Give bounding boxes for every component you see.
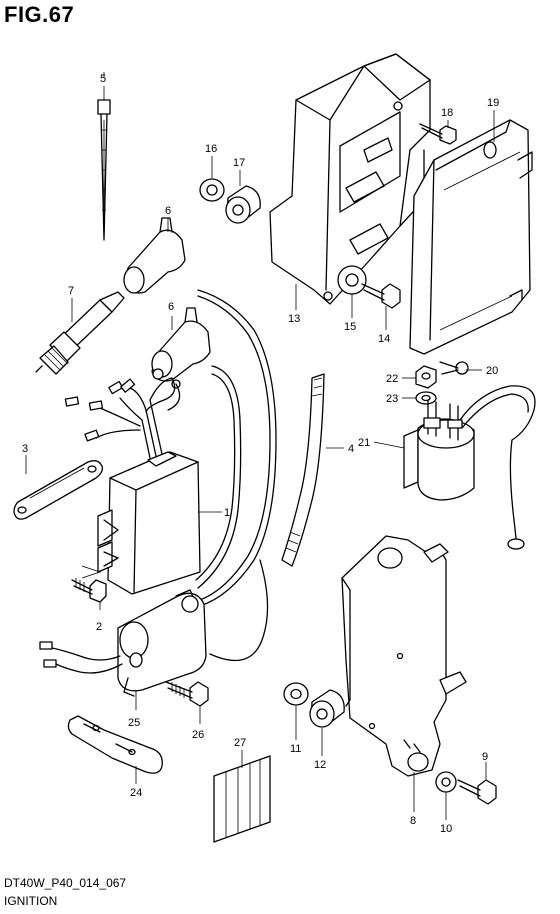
callout-10: 10: [440, 823, 452, 835]
leader-lines: [25, 72, 495, 820]
screw-part-20: [439, 361, 469, 375]
callout-labels: 5 6 6 7 3 1 2 4 25 26 24 27 16 17 18 19 …: [22, 73, 499, 835]
callout-14: 14: [378, 333, 390, 345]
washer-part-23: [415, 391, 437, 405]
callout-15: 15: [344, 321, 356, 333]
callout-22: 22: [386, 373, 398, 385]
high-tension-leads: [195, 289, 277, 662]
relay-lead-wires: [459, 385, 536, 550]
callout-18: 18: [441, 107, 453, 119]
bracket-part-3: [13, 460, 104, 520]
callout-23: 23: [386, 393, 398, 405]
protection-tube-part-4: [281, 373, 325, 567]
bracket-plate-part-8: [341, 535, 467, 777]
grommet-part-15: [337, 265, 367, 295]
cdi-lead-wires: [64, 368, 181, 442]
washer-part-16: [199, 178, 225, 202]
diagram-code: DT40W_P40_014_067: [4, 876, 127, 890]
callout-17: 17: [233, 157, 245, 169]
cover-part-19: [409, 119, 533, 355]
callout-1: 1: [224, 507, 230, 519]
nut-part-22: [415, 365, 437, 389]
label-part-27: [213, 755, 271, 843]
callout-13: 13: [288, 313, 300, 325]
bolt-part-9: [457, 779, 497, 805]
diagram-title: IGNITION: [4, 894, 58, 908]
bolt-part-18: [419, 123, 457, 145]
callout-24: 24: [130, 787, 142, 799]
callout-16: 16: [205, 143, 217, 155]
callout-7: 7: [68, 285, 74, 297]
callout-25: 25: [128, 717, 140, 729]
callout-26: 26: [192, 729, 204, 741]
callout-3: 3: [22, 443, 28, 455]
plug-cap-part-6-upper: [123, 217, 186, 294]
callout-6-upper: 6: [165, 205, 171, 217]
washer-part-11: [283, 682, 309, 706]
callout-21: 21: [358, 437, 370, 449]
callout-5: 5: [100, 73, 106, 85]
washer-part-10: [435, 771, 457, 793]
relay-part-21: [403, 399, 475, 501]
callout-11: 11: [290, 743, 301, 755]
callout-12: 12: [314, 759, 326, 771]
callout-8: 8: [410, 815, 416, 827]
cdi-unit-part-1: [81, 399, 201, 595]
callout-2: 2: [96, 621, 102, 633]
grommet-part-12: [309, 689, 345, 728]
callout-27: 27: [234, 737, 246, 749]
callout-19: 19: [487, 97, 499, 109]
coil-primary-leads: [39, 641, 123, 674]
callout-9: 9: [482, 751, 488, 763]
bolt-part-14: [361, 283, 401, 309]
bolt-part-2: [71, 578, 107, 603]
grommet-part-17: [225, 185, 261, 224]
ignition-coil-part-25: [117, 589, 207, 697]
callout-6-lower: 6: [168, 301, 174, 313]
bolt-part-26: [165, 681, 209, 707]
callout-4: 4: [348, 443, 354, 455]
callout-20: 20: [486, 365, 498, 377]
spark-plug-part-7: [35, 291, 125, 375]
cable-tie-part-5: [97, 99, 111, 241]
bracket-housing-part-13: [269, 53, 431, 305]
bracket-part-24: [67, 715, 163, 774]
figure-title: FIG.67: [4, 2, 75, 27]
